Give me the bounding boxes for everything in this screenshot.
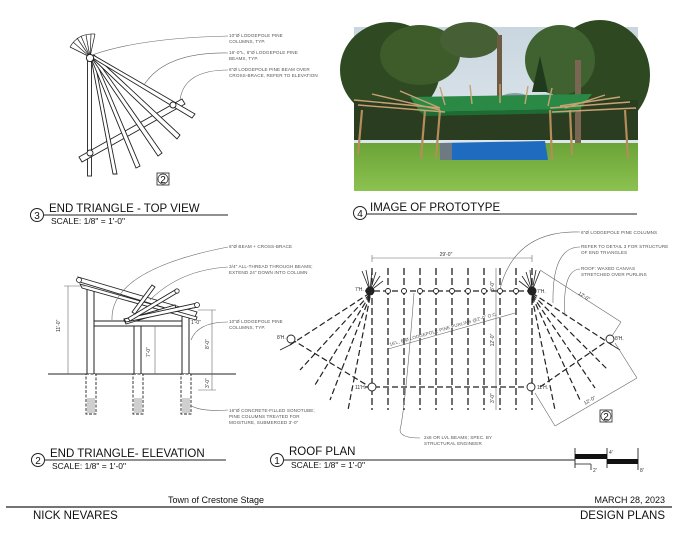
detail-title: END TRIANGLE- ELEVATION: [50, 448, 205, 460]
svg-text:COLUMNS, TYP.: COLUMNS, TYP.: [229, 39, 265, 44]
svg-text:3: 3: [34, 211, 40, 222]
note-beams: 16'-0"L, 6"Ø LODGEPOLE PINE: [229, 50, 298, 55]
detail-number-badge: [353, 206, 367, 220]
svg-text:2: 2: [603, 412, 609, 423]
sheet-date: MARCH 28, 2023: [594, 495, 665, 505]
note-columns: 10"Ø LODGEPOLE PINE: [229, 319, 283, 324]
note-lvl-beams: 2x8 OR LVL BEAMS; SPEC. BY: [424, 435, 492, 440]
dim-triangle-side-a: 12'-0": [577, 291, 591, 303]
svg-text:2: 2: [35, 456, 41, 467]
detail-ref-tag: [156, 172, 170, 186]
detail-1-roof-plan: 7'H. 7'H. 8'H. 8'H. 11'H. 11'H. 29'-0" 3…: [270, 230, 668, 474]
svg-text:COLUMNS, TYP.: COLUMNS, TYP.: [229, 325, 265, 330]
detail-number-badge: [31, 453, 45, 467]
height-side-left: 8'H.: [277, 335, 286, 341]
dim-bottom-overhang: 3'-0": [490, 393, 496, 403]
svg-text:CROSS-BRACE, REFER TO ELEVATIO: CROSS-BRACE, REFER TO ELEVATION: [229, 73, 318, 78]
svg-text:STRETCHED OVER PURLINS: STRETCHED OVER PURLINS: [581, 272, 647, 277]
svg-text:2: 2: [160, 175, 166, 186]
svg-text:8': 8': [640, 468, 644, 474]
svg-text:2': 2': [593, 468, 597, 474]
dim-depth: 12'-0": [490, 333, 496, 346]
radiating-beams: [90, 54, 196, 175]
note-all-thread: 3/4" ALL-THREAD THROUGH BEAMS;: [229, 264, 313, 269]
note-columns: 6"Ø LODGEPOLE PINE COLUMNS: [581, 230, 657, 235]
scale-bar: 2' 4' 8': [574, 448, 644, 474]
svg-text:BEAMS, TYP.: BEAMS, TYP.: [229, 56, 258, 61]
svg-text:OF END TRIANGLES: OF END TRIANGLES: [581, 250, 627, 255]
svg-text:4: 4: [357, 209, 363, 220]
height-front-left: 11'H.: [355, 385, 366, 391]
detail-2-elevation: 11'-0" 7'-0" 8'-0" 1'-0" 3'-0" 6"Ø BEAM …: [31, 244, 315, 471]
detail-number-badge: [30, 208, 44, 222]
height-back-left: 7'H.: [355, 287, 364, 293]
dim-embed-depth: 3'-0": [205, 378, 211, 388]
detail-ref-tag: [599, 409, 613, 423]
fan-beam-ends: [69, 33, 96, 58]
dim-column-height: 8'-0": [205, 339, 211, 349]
author-name: NICK NEVARES: [33, 510, 118, 522]
sheet-title: DESIGN PLANS: [580, 510, 665, 522]
svg-text:4': 4': [609, 450, 613, 456]
svg-text:PINE COLUMNS TREATED FOR: PINE COLUMNS TREATED FOR: [229, 414, 300, 419]
svg-text:STRUCTURAL ENGINEER: STRUCTURAL ENGINEER: [424, 441, 482, 446]
height-side-right: 8'H.: [615, 336, 624, 342]
detail-scale: SCALE: 1/8" = 1'-0": [51, 216, 125, 226]
note-beam-cross-brace: 6"Ø BEAM + CROSS-BRACE: [229, 244, 292, 249]
dim-brace-height: 7'-0": [146, 347, 152, 357]
height-front-right: 11'H.: [537, 385, 548, 391]
dim-top-overhang: 3'-0": [490, 281, 496, 291]
note-sonotube: 16"Ø CONCRETE-FILLED SONOTUBE;: [229, 408, 315, 413]
svg-text:EXTEND 24" DOWN INTO COLUMN: EXTEND 24" DOWN INTO COLUMN: [229, 270, 308, 275]
note-beam-over-brace: 6"Ø LODGEPOLE PINE BEAM OVER: [229, 67, 310, 72]
detail-scale: SCALE: 1/8" = 1'-0": [52, 461, 126, 471]
detail-title: ROOF PLAN: [289, 446, 355, 458]
detail-4-prototype-image: 4 IMAGE OF PROTOTYPE: [340, 20, 650, 220]
svg-text:1: 1: [274, 456, 280, 467]
title-block: Town of Crestone Stage MARCH 28, 2023 NI…: [6, 495, 672, 522]
detail-scale: SCALE: 1/8" = 1'-0": [291, 460, 365, 470]
svg-text:MOISTURE, SUBMERGED 3'-0": MOISTURE, SUBMERGED 3'-0": [229, 420, 299, 425]
dim-triangle-side-b: 12'-0": [583, 395, 597, 407]
purlin-note: 16'L, 6"Ø LODGEPOLE PINE PURLINS @2'-0" …: [389, 311, 498, 347]
dim-width: 29'-0": [440, 252, 453, 258]
height-back-right: 7'H.: [537, 289, 546, 295]
note-refer-detail-3: REFER TO DETAIL 3 FOR STRUCTURE: [581, 244, 668, 249]
dim-top-offset: 1'-0": [191, 320, 201, 326]
note-roof-canvas: ROOF: WAXED CANVAS: [581, 266, 635, 271]
detail-title: IMAGE OF PROTOTYPE: [370, 202, 500, 214]
project-name: Town of Crestone Stage: [168, 495, 264, 505]
note-columns: 10"Ø LODGEPOLE PINE: [229, 33, 283, 38]
detail-title: END TRIANGLE - TOP VIEW: [49, 203, 200, 215]
detail-number-badge: [270, 453, 284, 467]
detail-3-top-view: 10"Ø LODGEPOLE PINE COLUMNS, TYP. 16'-0"…: [30, 33, 318, 226]
dim-overall-height: 11'-0": [56, 319, 62, 332]
